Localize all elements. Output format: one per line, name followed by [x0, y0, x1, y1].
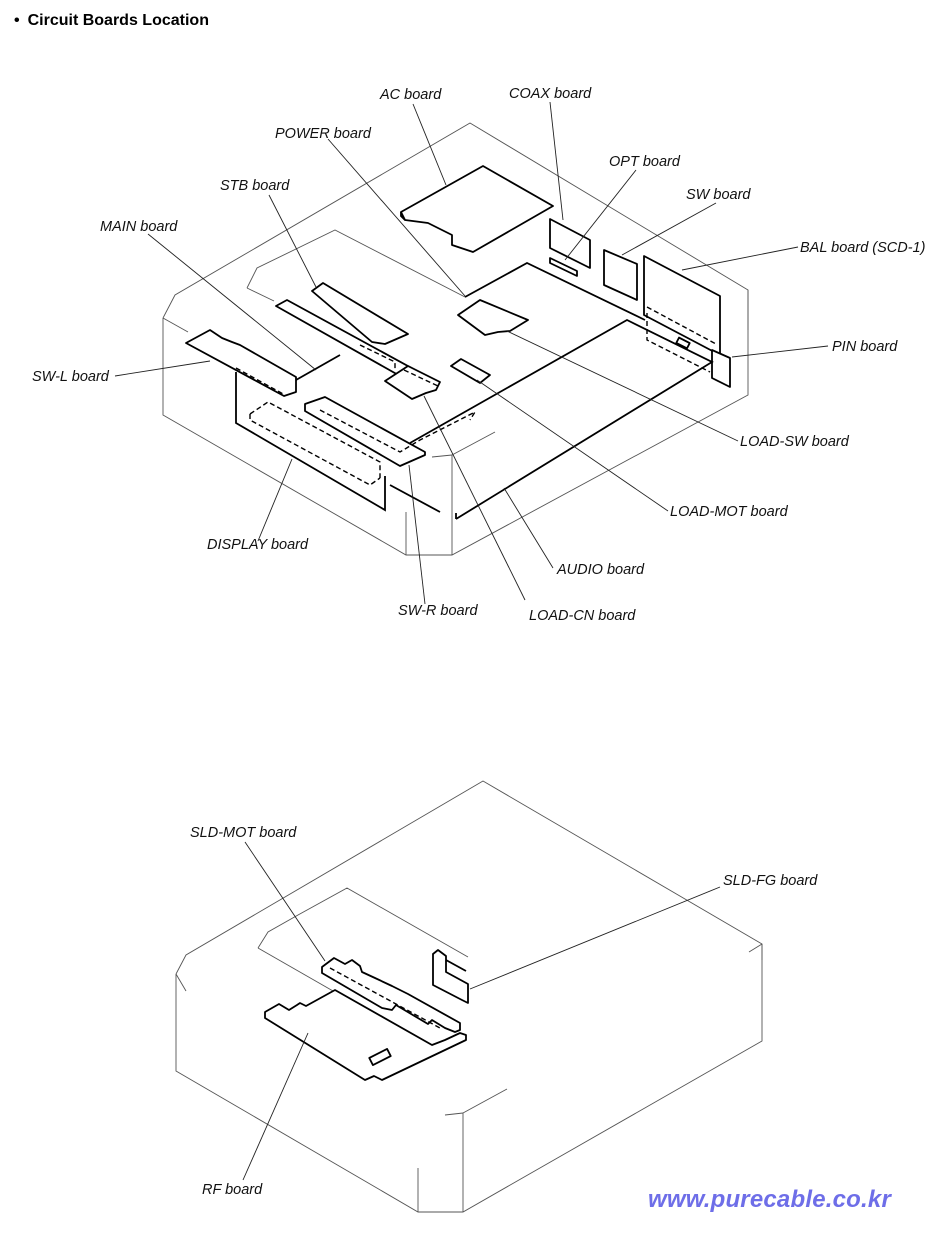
load-mot-board-shape [450, 358, 491, 384]
label-load-mot-board: LOAD-MOT board [670, 504, 789, 520]
top-unit-diagram: AC board COAX board POWER board OPT boar… [32, 86, 925, 624]
sld-fg-board-shape [432, 949, 469, 1004]
section-title-text: Circuit Boards Location [27, 12, 209, 29]
audio-board-shape [389, 318, 714, 520]
section-title: • Circuit Boards Location [14, 12, 209, 30]
label-ac-board: AC board [379, 87, 442, 103]
sw-l-hidden-edge [235, 367, 286, 396]
label-audio-board: AUDIO board [556, 562, 645, 578]
bottom-unit-diagram: SLD-MOT board SLD-FG board RF board [175, 780, 818, 1213]
load-cn-hidden-edge [403, 369, 441, 388]
coax-board-shape [549, 218, 591, 277]
rf-board-shape [264, 989, 467, 1081]
sw-board-shape [603, 249, 638, 301]
main-board-shape [295, 354, 341, 381]
label-load-cn-board: LOAD-CN board [529, 608, 636, 624]
top-leader-lines [114, 101, 829, 605]
top-labels: AC board COAX board POWER board OPT boar… [32, 86, 925, 624]
label-power-board: POWER board [275, 126, 372, 142]
label-pin-board: PIN board [832, 339, 898, 355]
label-bal-board: BAL board (SCD-1) [800, 240, 925, 256]
label-sw-r-board: SW-R board [398, 603, 478, 619]
label-coax-board: COAX board [509, 86, 592, 102]
bottom-chassis-outline [175, 780, 763, 1213]
sw-l-board-shape [185, 329, 297, 397]
label-stb-board: STB board [220, 178, 290, 194]
pin-board-shape [711, 349, 731, 388]
sw-r-hidden-edge [319, 409, 477, 453]
bottom-leader-lines [242, 841, 721, 1181]
pin-connector [675, 336, 691, 350]
label-opt-board: OPT board [609, 154, 681, 170]
label-main-board: MAIN board [100, 219, 178, 235]
bal-board-hidden-edge [646, 306, 717, 345]
load-cn-board-shape [384, 365, 441, 400]
label-sld-mot-board: SLD-MOT board [190, 825, 297, 841]
power-board-shape [464, 261, 646, 321]
watermark: www.purecable.co.kr [648, 1186, 891, 1213]
sld-mot-board-shape [321, 957, 461, 1033]
pin-board-hidden-edge [646, 313, 711, 373]
load-sw-board-shape [457, 299, 529, 336]
label-sld-fg-board: SLD-FG board [723, 873, 818, 889]
top-chassis-outline [162, 122, 749, 556]
bullet: • [14, 12, 20, 29]
label-sw-l-board: SW-L board [32, 369, 110, 385]
label-rf-board: RF board [202, 1182, 263, 1198]
display-board-shape [235, 372, 386, 512]
ac-board-shape [400, 165, 554, 253]
label-load-sw-board: LOAD-SW board [740, 434, 850, 450]
bottom-labels: SLD-MOT board SLD-FG board RF board [190, 825, 818, 1198]
label-sw-board: SW board [686, 187, 751, 203]
rf-board-slot [368, 1047, 392, 1067]
label-display-board: DISPLAY board [207, 537, 309, 553]
